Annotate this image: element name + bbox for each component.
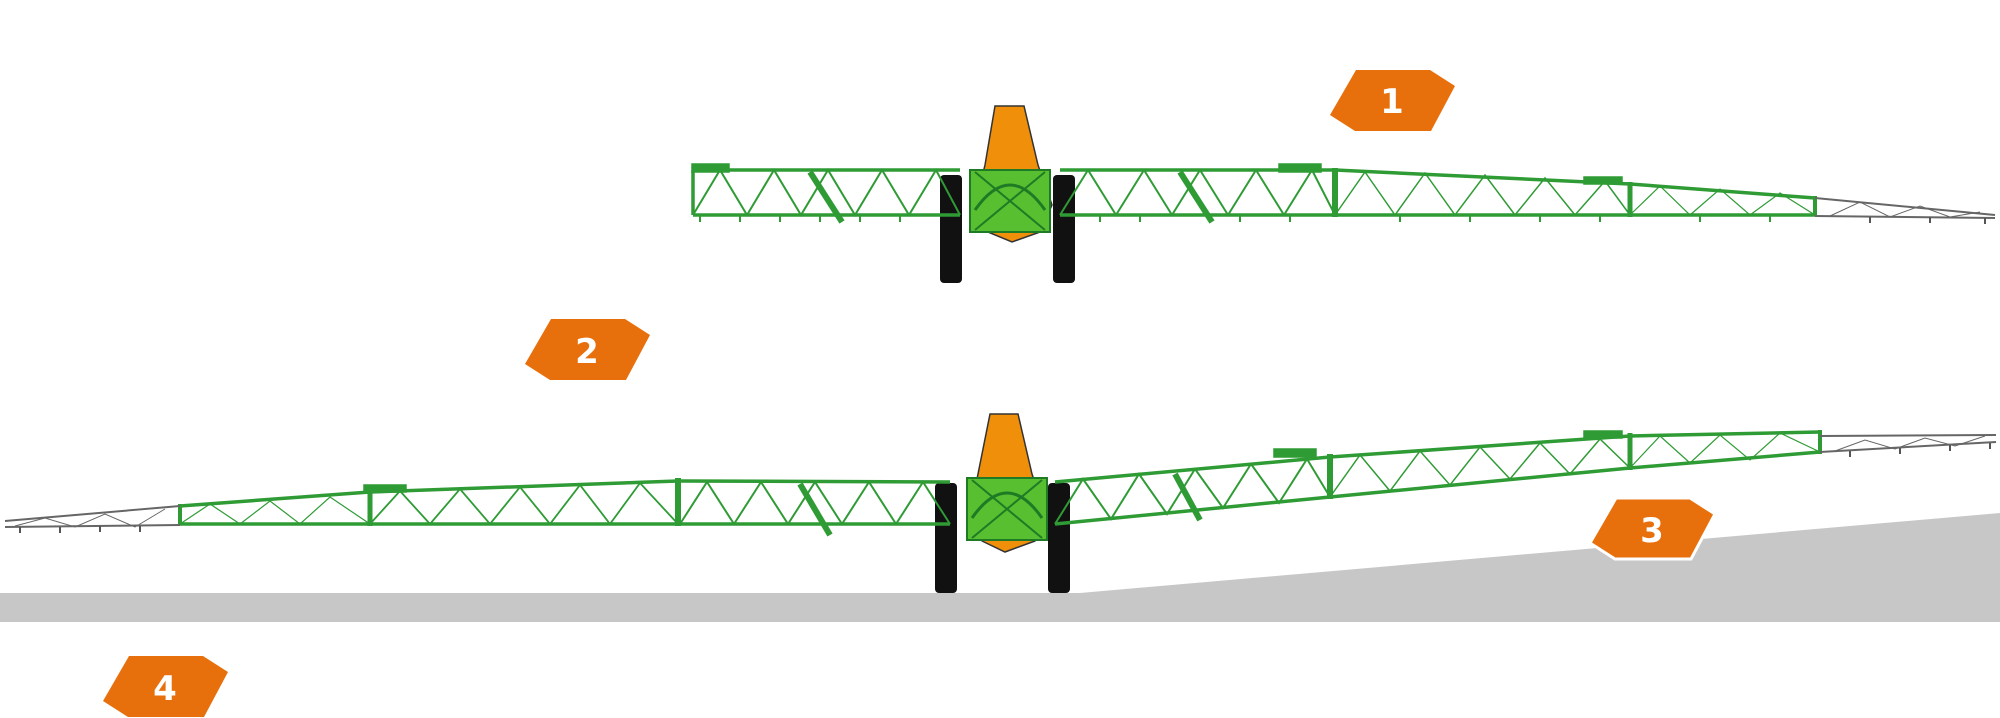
badge-shape: [1587, 496, 1717, 561]
callout-badge-1: 1: [1330, 70, 1455, 131]
callout-label-1: 1: [1380, 82, 1404, 122]
callout-label-2: 2: [575, 332, 599, 372]
badge-shape: [103, 656, 228, 717]
left-tyre: [940, 175, 962, 283]
sprayer-top: [691, 105, 1996, 283]
center-frame: [969, 169, 1051, 233]
badge-shape: [1330, 70, 1455, 131]
nozzle-row: [699, 215, 1986, 224]
right-boom: [1054, 430, 1822, 526]
ground: [0, 513, 2000, 622]
right-tyre: [1048, 483, 1070, 593]
callout-label-3: 3: [1640, 511, 1664, 551]
callout-badge-4: 4: [103, 656, 228, 717]
left-tyre: [935, 483, 957, 593]
left-boom: [178, 478, 951, 537]
right-boom-tip: [1814, 197, 1996, 219]
slope-ground: [1080, 513, 2000, 622]
right-boom: [1059, 163, 1817, 224]
left-boom: [691, 163, 961, 224]
badge-shape: [525, 319, 650, 380]
callout-label-4: 4: [153, 669, 177, 709]
callout-badge-2: 2: [525, 319, 650, 380]
center-frame: [966, 477, 1048, 541]
right-tyre: [1053, 175, 1075, 283]
nozzle-row: [19, 443, 1991, 533]
right-boom-tip: [1819, 434, 1997, 453]
callout-badge-3: 3: [1587, 496, 1717, 561]
left-boom-tip: [4, 505, 181, 528]
sprayer-bottom: [4, 413, 1997, 593]
